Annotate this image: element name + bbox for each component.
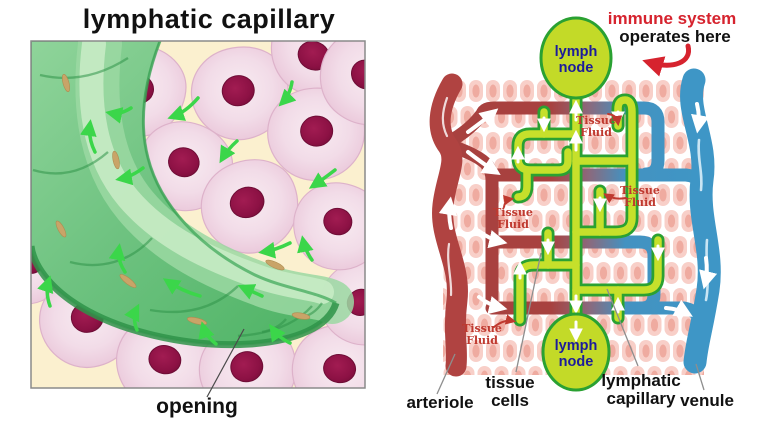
- lymph-node-top: lymph node: [539, 16, 613, 122]
- opening-label: opening: [156, 395, 238, 418]
- tissue-fluid-label-2b: Fluid: [624, 196, 656, 209]
- lymph-node-bottom-label-2: node: [559, 354, 594, 370]
- immune-system-annotation: immune system operates here: [608, 9, 737, 77]
- tissue-fluid-arrow-icon: [607, 113, 623, 127]
- lymph-node-top-label-2: node: [559, 60, 594, 76]
- lymph-flow-arrows: [511, 110, 665, 315]
- arteriole-label: arteriole: [406, 393, 473, 412]
- immune-system-label: immune system: [608, 9, 737, 28]
- tissue-fluid-annotation: Tissue Fluid: [493, 195, 533, 231]
- leader-lines: [436, 252, 705, 395]
- tissue-fluid-arrow-icon: [603, 193, 627, 204]
- operates-here-label: operates here: [619, 27, 731, 46]
- tissue-fluid-arrow-icon: [503, 195, 515, 208]
- lymphatic-capillary-label-1: lymphatic: [601, 371, 680, 390]
- lymph-node-bottom: lymph node: [541, 312, 611, 392]
- tissue-fluid-label-3a: Tissue: [493, 206, 533, 219]
- venule-label: venule: [680, 391, 734, 410]
- left-panel-title: lymphatic capillary: [83, 4, 336, 34]
- tissue-fluid-label-1b: Fluid: [580, 126, 612, 139]
- tissue-fluid-label-3b: Fluid: [497, 218, 529, 231]
- tissue-fluid-arrow-icon: [493, 314, 517, 328]
- opening-leader-line: [206, 328, 245, 398]
- tissue-fluid-annotation: Tissue Fluid: [603, 184, 660, 209]
- venule-leader-line: [695, 363, 705, 391]
- tissue-cells-label-2: cells: [491, 391, 529, 410]
- tissue-cell: [293, 182, 365, 271]
- tissue-cell: [319, 41, 365, 126]
- tissue-fluid-annotations: Tissue Fluid Tissue Fluid Tissue Fluid T…: [462, 113, 660, 347]
- tissue-fluid-label-4b: Fluid: [466, 334, 498, 347]
- tissue-cell: [190, 46, 289, 141]
- lymph-node-top-label-1: lymph: [555, 44, 598, 60]
- tissue-fluid-label-1a: Tissue: [576, 114, 616, 127]
- blood-flow-arrows: [438, 102, 718, 317]
- tissue-fluid-annotation: Tissue Fluid: [576, 113, 623, 139]
- lymph-node-bottom-label-1: lymph: [555, 338, 598, 354]
- lymphatic-capillary-network: [511, 93, 665, 343]
- tissue-cell: [200, 159, 299, 254]
- left-panel: lymphatic capillary: [30, 4, 366, 418]
- lymphatic-capillary-leader-line: [606, 288, 639, 367]
- immune-pointer-arrow-icon: [642, 43, 691, 77]
- tissue-fluid-label-4a: Tissue: [462, 322, 502, 335]
- fluid-flow-arrows: [37, 80, 337, 346]
- illustration-frame: [30, 40, 366, 389]
- endothelial-nuclei: [55, 73, 311, 326]
- bottom-labels: arteriole tissue cells lymphatic capilla…: [406, 371, 733, 412]
- tissue-fluid-label-2a: Tissue: [620, 184, 660, 197]
- tissue-fluid-annotation: Tissue Fluid: [462, 314, 517, 347]
- arteriole-leader-line: [436, 353, 456, 395]
- tissue-cells-label-1: tissue: [485, 373, 534, 392]
- lymphatic-capillary-label-2: capillary: [607, 389, 677, 408]
- tissue-cells-leader-line: [515, 252, 542, 373]
- right-panel: lymph node lymph node Tissue Fluid Tissu…: [406, 9, 736, 412]
